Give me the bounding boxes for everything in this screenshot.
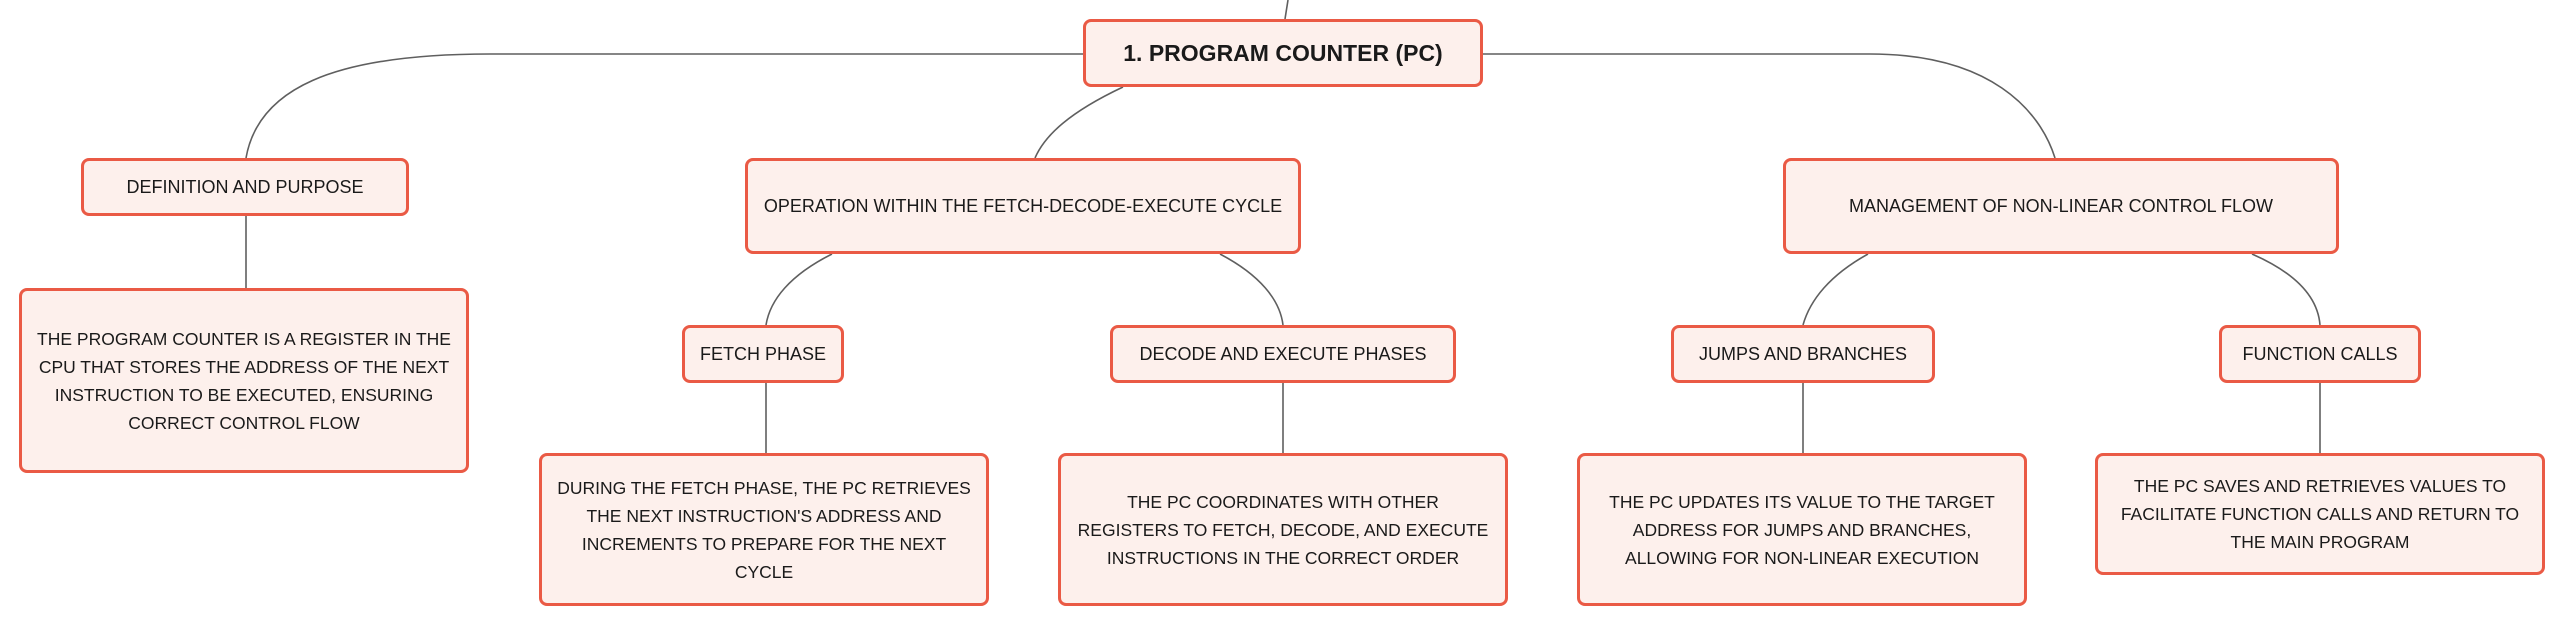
node-label: MANAGEMENT OF NON-LINEAR CONTROL FLOW [1848, 195, 2274, 216]
connector-management-jumps [1802, 253, 1869, 326]
detail-text: DURING THE FETCH PHASE, THE PC RETRIEVES… [557, 477, 971, 582]
connector-root-parent [1284, 0, 1289, 20]
connector-root-definition [245, 53, 1083, 159]
detail-decode-execute[interactable]: THE PC COORDINATES WITH OTHER REGISTERS … [1058, 453, 1508, 606]
detail-text: THE PC SAVES AND RETRIEVES VALUES TO FAC… [2120, 476, 2520, 552]
node-definition-and-purpose[interactable]: DEFINITION AND PURPOSE [81, 158, 409, 216]
root-node[interactable]: 1. PROGRAM COUNTER (PC) [1083, 19, 1483, 87]
detail-text: THE PC UPDATES ITS VALUE TO THE TARGET A… [1609, 491, 1995, 568]
detail-function-calls[interactable]: THE PC SAVES AND RETRIEVES VALUES TO FAC… [2095, 453, 2545, 575]
node-label: JUMPS AND BRANCHES [1698, 343, 1908, 364]
connector-root-management [1483, 53, 2056, 159]
detail-text: THE PC COORDINATES WITH OTHER REGISTERS … [1077, 491, 1489, 568]
node-management-control-flow[interactable]: MANAGEMENT OF NON-LINEAR CONTROL FLOW [1783, 158, 2339, 254]
node-decode-execute-phases[interactable]: DECODE AND EXECUTE PHASES [1110, 325, 1456, 383]
node-label: FETCH PHASE [699, 343, 827, 364]
node-label: FUNCTION CALLS [2242, 343, 2398, 364]
connector-operation-decode [1219, 253, 1284, 326]
connector-root-operation [1034, 86, 1124, 159]
node-fetch-phase[interactable]: FETCH PHASE [682, 325, 844, 383]
node-function-calls[interactable]: FUNCTION CALLS [2219, 325, 2421, 383]
root-node-label: 1. PROGRAM COUNTER (PC) [1123, 39, 1443, 66]
connector-operation-fetch [765, 253, 833, 326]
detail-fetch-phase[interactable]: DURING THE FETCH PHASE, THE PC RETRIEVES… [539, 453, 989, 606]
node-label: DECODE AND EXECUTE PHASES [1139, 343, 1427, 364]
detail-definition[interactable]: THE PROGRAM COUNTER IS A REGISTER IN THE… [19, 288, 469, 473]
detail-jumps-branches[interactable]: THE PC UPDATES ITS VALUE TO THE TARGET A… [1577, 453, 2027, 606]
node-label: DEFINITION AND PURPOSE [126, 176, 364, 197]
node-label: OPERATION WITHIN THE FETCH-DECODE-EXECUT… [763, 195, 1283, 216]
connector-management-calls [2251, 253, 2321, 326]
node-operation-cycle[interactable]: OPERATION WITHIN THE FETCH-DECODE-EXECUT… [745, 158, 1301, 254]
node-jumps-and-branches[interactable]: JUMPS AND BRANCHES [1671, 325, 1935, 383]
detail-text: THE PROGRAM COUNTER IS A REGISTER IN THE… [37, 328, 451, 433]
